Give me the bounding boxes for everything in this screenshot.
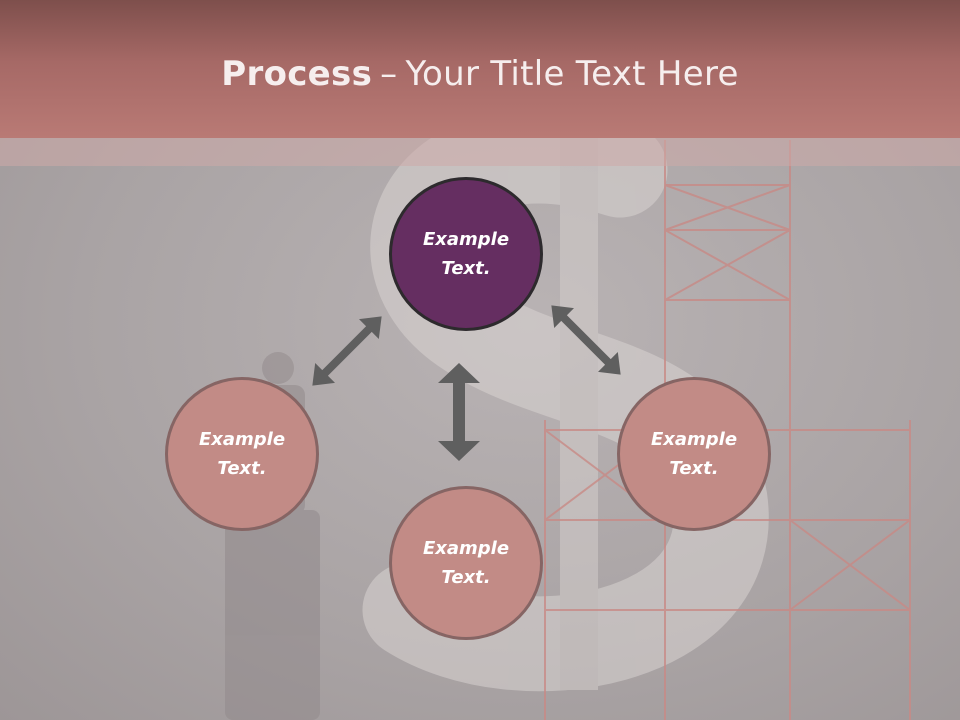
node-right-line1: Example <box>650 429 738 450</box>
arrow-vertical-group <box>438 363 480 461</box>
title-dash: – <box>380 54 398 94</box>
node-left-line1: Example <box>198 429 286 450</box>
process-node-left: Example Text. <box>165 377 319 531</box>
node-bottom-line1: Example <box>422 538 510 559</box>
title-bold: Process <box>221 54 373 94</box>
node-right-line2: Text. <box>669 458 719 479</box>
node-bottom-line2: Text. <box>441 567 491 588</box>
title-bar-band <box>0 138 960 166</box>
node-top-line2: Text. <box>441 258 491 279</box>
arrow-vertical-shape <box>438 363 480 461</box>
node-left-line2: Text. <box>217 458 267 479</box>
arrow-top-left-shape <box>312 316 382 386</box>
title-rest: Your Title Text Here <box>405 54 739 94</box>
arrow-top-right-shape <box>551 305 621 375</box>
arrow-top-left-group <box>312 316 382 386</box>
process-node-right: Example Text. <box>617 377 771 531</box>
title-bar <box>0 0 960 138</box>
process-node-bottom: Example Text. <box>389 486 543 640</box>
node-top-line1: Example <box>422 229 510 250</box>
process-node-top: Example Text. <box>389 177 543 331</box>
arrow-top-right-group <box>551 305 621 375</box>
slide-title: Process–Your Title Text Here <box>0 52 960 96</box>
